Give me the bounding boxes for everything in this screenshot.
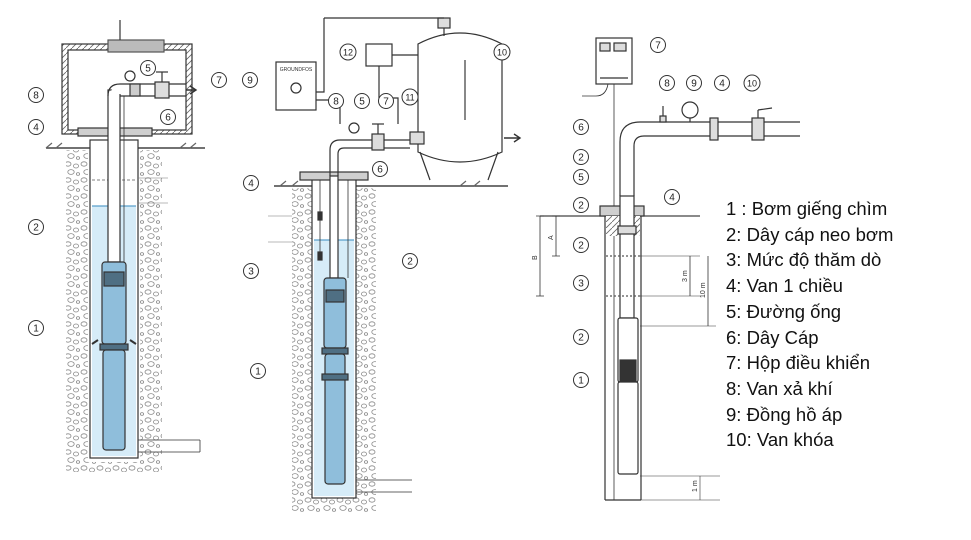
callout-circle [664, 189, 680, 205]
pump-motor [102, 349, 126, 451]
callout-circle [573, 275, 589, 291]
callout-circle [243, 175, 259, 191]
callout-circle [401, 88, 419, 106]
callout-circle [28, 219, 44, 235]
callout-number: 6 [578, 123, 584, 134]
delivery-pipe [619, 121, 800, 196]
callout-number: 2 [578, 333, 584, 344]
callout-circle [372, 161, 388, 177]
callout-number: 2 [578, 153, 584, 164]
callout-number: 10 [497, 48, 507, 58]
callout-circle [573, 372, 589, 388]
callout-circle [650, 37, 666, 53]
pressure-switch [365, 43, 393, 67]
callout-number: 4 [33, 123, 39, 134]
callout-circle [243, 263, 259, 279]
callout-circle [328, 93, 344, 109]
callout-number: 8 [333, 97, 339, 108]
pressure-gauge [124, 70, 136, 82]
callout-number: 4 [669, 193, 675, 204]
callout-number: 5 [145, 64, 151, 75]
callout-number: 7 [216, 76, 222, 87]
callout-number: 9 [691, 79, 697, 90]
callout-circle [573, 237, 589, 253]
callout-circle [250, 363, 266, 379]
callout-circle [743, 74, 761, 92]
legend-item: 2: Dây cáp neo bơm [726, 223, 894, 245]
middle-installation-diagram: GROUNDFOS [268, 17, 522, 512]
right-installation-diagram: A B 3 m 10 m 1 m [532, 37, 800, 501]
callout-number: 3 [578, 279, 584, 290]
callout-number: 7 [383, 97, 389, 108]
dimension-b: B [532, 255, 539, 260]
well-house-cap [107, 39, 165, 53]
legend-item: 8: Van xả khí [726, 377, 833, 399]
callout-number: 3 [248, 267, 254, 278]
callout-circle [573, 169, 589, 185]
callout-circle [211, 72, 227, 88]
legend-item: 4: Van 1 chiều [726, 275, 843, 297]
callout-circle [28, 87, 44, 103]
callout-number: 4 [248, 179, 254, 190]
callout-circle [714, 75, 730, 91]
callout-circle [28, 119, 44, 135]
callout-circle [378, 93, 394, 109]
callout-circle [493, 43, 511, 61]
callout-circle [339, 43, 357, 61]
callout-circle [573, 329, 589, 345]
pressure-gauge-right [681, 101, 699, 119]
legend-item: 5: Đường ống [726, 300, 842, 322]
riser-pipe [107, 89, 121, 263]
legend-item: 1 : Bơm giếng chìm [726, 198, 888, 219]
legend-item: 10: Van khóa [726, 429, 834, 451]
callout-number: 6 [165, 113, 171, 124]
callout-circle [354, 93, 370, 109]
callout-number: 5 [578, 173, 584, 184]
callout-number: 2 [578, 241, 584, 252]
callout-number: 2 [33, 223, 39, 234]
callout-number: 12 [343, 48, 353, 58]
callout-number: 11 [405, 93, 414, 103]
callout-number: 6 [377, 165, 383, 176]
legend-item: 6: Dây Cáp [726, 326, 819, 348]
callout-circle [160, 109, 176, 125]
callout-circle [402, 253, 418, 269]
callout-number: 10 [747, 79, 757, 89]
gravel-backfill [66, 150, 88, 470]
callout-number: 1 [578, 376, 584, 387]
callout-circle [659, 75, 675, 91]
legend-item: 7: Hộp điều khiển [726, 352, 870, 374]
callout-number: 8 [33, 91, 39, 102]
callout-circle [28, 320, 44, 336]
dimension-3m: 3 m [682, 270, 689, 282]
legend-item: 9: Đồng hồ áp [726, 403, 843, 425]
callout-circle [573, 149, 589, 165]
callout-number: 7 [655, 41, 661, 52]
callout-circle [573, 197, 589, 213]
legend: 1 : Bơm giếng chìm 2: Dây cáp neo bơm 3: M… [726, 196, 966, 453]
callout-number: 1 [33, 324, 39, 335]
callout-number: 4 [719, 79, 725, 90]
callout-circle [140, 60, 156, 76]
control-box-label: GROUNDFOS [280, 67, 313, 73]
left-installation-diagram [45, 20, 205, 472]
callout-circle [686, 75, 702, 91]
submersible-pump-middle [323, 277, 347, 349]
control-box [275, 61, 317, 111]
dimension-1m: 1 m [692, 480, 699, 492]
callout-number: 9 [247, 76, 253, 87]
legend-item: 3: Mức độ thăm dò [726, 249, 882, 271]
dimension-10m: 10 m [700, 282, 707, 298]
callout-number: 2 [578, 201, 584, 212]
callout-number: 2 [407, 257, 413, 268]
callout-number: 5 [359, 97, 365, 108]
callout-number: 1 [255, 367, 261, 378]
pressure-tank [417, 32, 503, 163]
callout-circle [573, 119, 589, 135]
callout-number: 8 [664, 79, 670, 90]
dimension-a: A [548, 235, 555, 240]
callout-circle [242, 72, 258, 88]
